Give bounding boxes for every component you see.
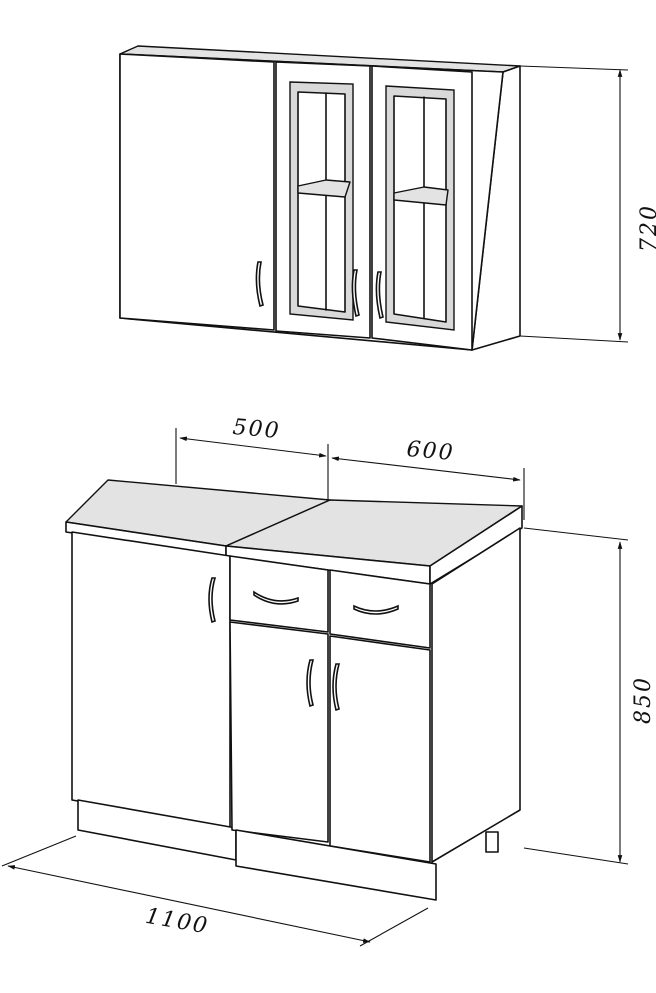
- left-base-cabinet: [71, 531, 231, 829]
- right-countertop-side: [429, 505, 523, 585]
- dimension-base-height: 850: [523, 527, 656, 865]
- upper-glass-door-right-handle: [375, 271, 384, 320]
- upper-glass-door-left-pane: [297, 91, 346, 313]
- cabinet-leg: [485, 831, 499, 853]
- base-height-label: 850: [631, 676, 656, 724]
- drawer-left: [229, 555, 329, 633]
- right-cabinet-door-right-handle: [332, 663, 341, 712]
- upper-solid-door: [119, 53, 275, 331]
- right-base-plinth: [235, 829, 437, 901]
- upper-solid-door-handle: [255, 261, 264, 308]
- upper-height-label: 720: [637, 204, 656, 252]
- drawer-right: [329, 569, 431, 649]
- right-cabinet-door-left: [229, 621, 329, 843]
- right-base-cabinet-side: [431, 527, 521, 863]
- upper-glass-door-right-pane: [393, 95, 447, 323]
- drawer-right-handle: [353, 604, 399, 615]
- top-width-right-label: 600: [406, 437, 456, 466]
- dimension-upper-height: 720: [519, 65, 656, 343]
- dimension-top-widths: 500 600: [175, 415, 525, 520]
- drawer-left-handle: [253, 590, 299, 605]
- upper-glass-door-left-handle: [351, 269, 360, 318]
- right-cabinet-door-right: [329, 635, 431, 863]
- upper-shelf-left: [297, 179, 351, 198]
- base-cabinets: [65, 479, 523, 901]
- top-width-left-label: 500: [232, 415, 282, 444]
- upper-cabinet: [119, 45, 521, 351]
- right-cabinet-door-left-handle: [306, 659, 315, 708]
- upper-shelf-right: [393, 186, 449, 206]
- left-base-door-handle: [208, 577, 217, 624]
- total-width-label: 1100: [143, 904, 210, 940]
